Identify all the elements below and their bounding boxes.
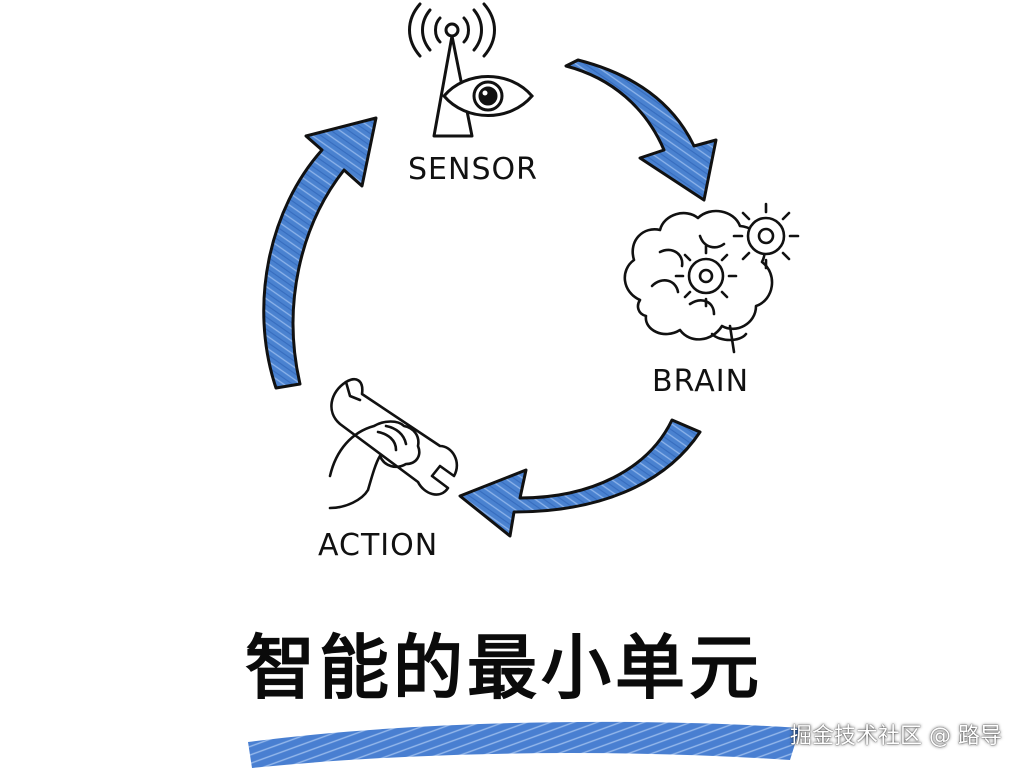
title-underline [248, 721, 800, 768]
brain-gears-icon [623, 202, 800, 354]
gear-icon [674, 244, 738, 308]
gear-icon [732, 202, 800, 270]
diagram-title: 智能的最小单元 [245, 627, 763, 709]
radar-eye-icon [408, 2, 534, 138]
node-label-action: ACTION [318, 528, 439, 563]
arrow-brain-to-action [458, 418, 702, 538]
arrow-sensor-to-brain [564, 58, 718, 202]
node-label-brain: BRAIN [652, 364, 750, 399]
arrow-action-to-sensor [262, 116, 378, 390]
node-label-sensor: SENSOR [408, 152, 538, 187]
hand-wrench-icon [328, 378, 459, 510]
watermark: 掘金技术社区 @ 路导 [790, 724, 1002, 749]
